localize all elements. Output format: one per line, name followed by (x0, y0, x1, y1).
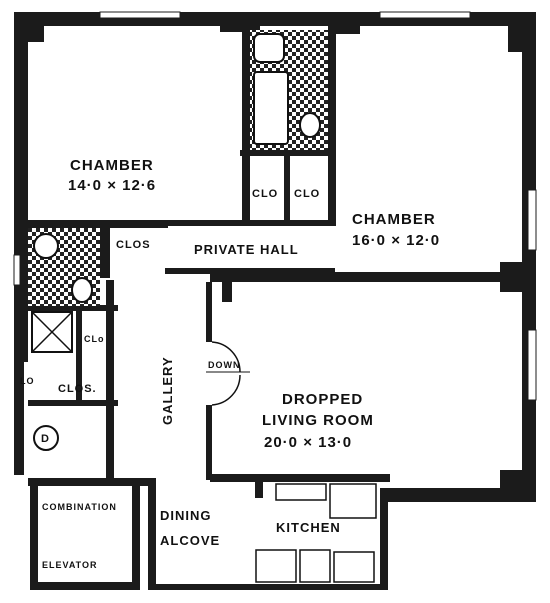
chamber-right-name: CHAMBER (352, 211, 436, 228)
doors (206, 341, 250, 406)
bath-fixtures (31, 33, 321, 451)
labels: CHAMBER 14·0 × 12·6 CHAMBER 16·0 × 12·0 … (20, 157, 440, 570)
kitchen-range (329, 483, 377, 519)
closet-label-right: CLO (294, 188, 320, 200)
closet-label-small: CLo (84, 334, 105, 344)
d-marker: D (41, 433, 50, 445)
kitchen-fixtures (255, 483, 377, 583)
living-dims: 20·0 × 13·0 (264, 434, 352, 451)
private-hall-label: PRIVATE HALL (194, 242, 299, 257)
sink-icon (253, 33, 285, 63)
down-marker: DOWN (208, 360, 241, 370)
dining-name-2: ALCOVE (160, 533, 220, 548)
windows (13, 11, 537, 401)
toilet-icon-left (71, 277, 93, 303)
chamber-left-name: CHAMBER (70, 157, 154, 174)
d-circle-icon (33, 425, 59, 451)
interior-walls (28, 26, 536, 590)
kitchen-counter-bottom-1 (255, 549, 297, 583)
kitchen-sink (333, 551, 375, 583)
kitchen-counter-top (275, 483, 327, 501)
door-arc-icon-2 (211, 374, 241, 406)
chamber-right-dims: 16·0 × 12·0 (352, 232, 440, 249)
door-arc-icon (211, 341, 241, 373)
elevator-name-2: ELEVATOR (42, 560, 98, 570)
closet-label-bath: CLOS (116, 239, 151, 251)
closet-label-left: CLO (252, 188, 278, 200)
closet-label-lower: CLOS. (58, 383, 97, 395)
living-name-2: LIVING ROOM (262, 412, 374, 429)
chamber-left-dims: 14·0 × 12·6 (68, 177, 156, 194)
sink-icon-left (33, 233, 59, 259)
gallery-label: GALLERY (160, 356, 175, 425)
closet-label-lo: LO (20, 376, 35, 386)
dining-name-1: DINING (160, 508, 212, 523)
living-name-1: DROPPED (282, 391, 363, 408)
kitchen-counter-bottom-2 (299, 549, 331, 583)
bathtub-icon (253, 71, 289, 145)
elevator-name-1: COMBINATION (42, 502, 117, 512)
kitchen-label: KITCHEN (276, 520, 341, 535)
toilet-icon (299, 112, 321, 138)
